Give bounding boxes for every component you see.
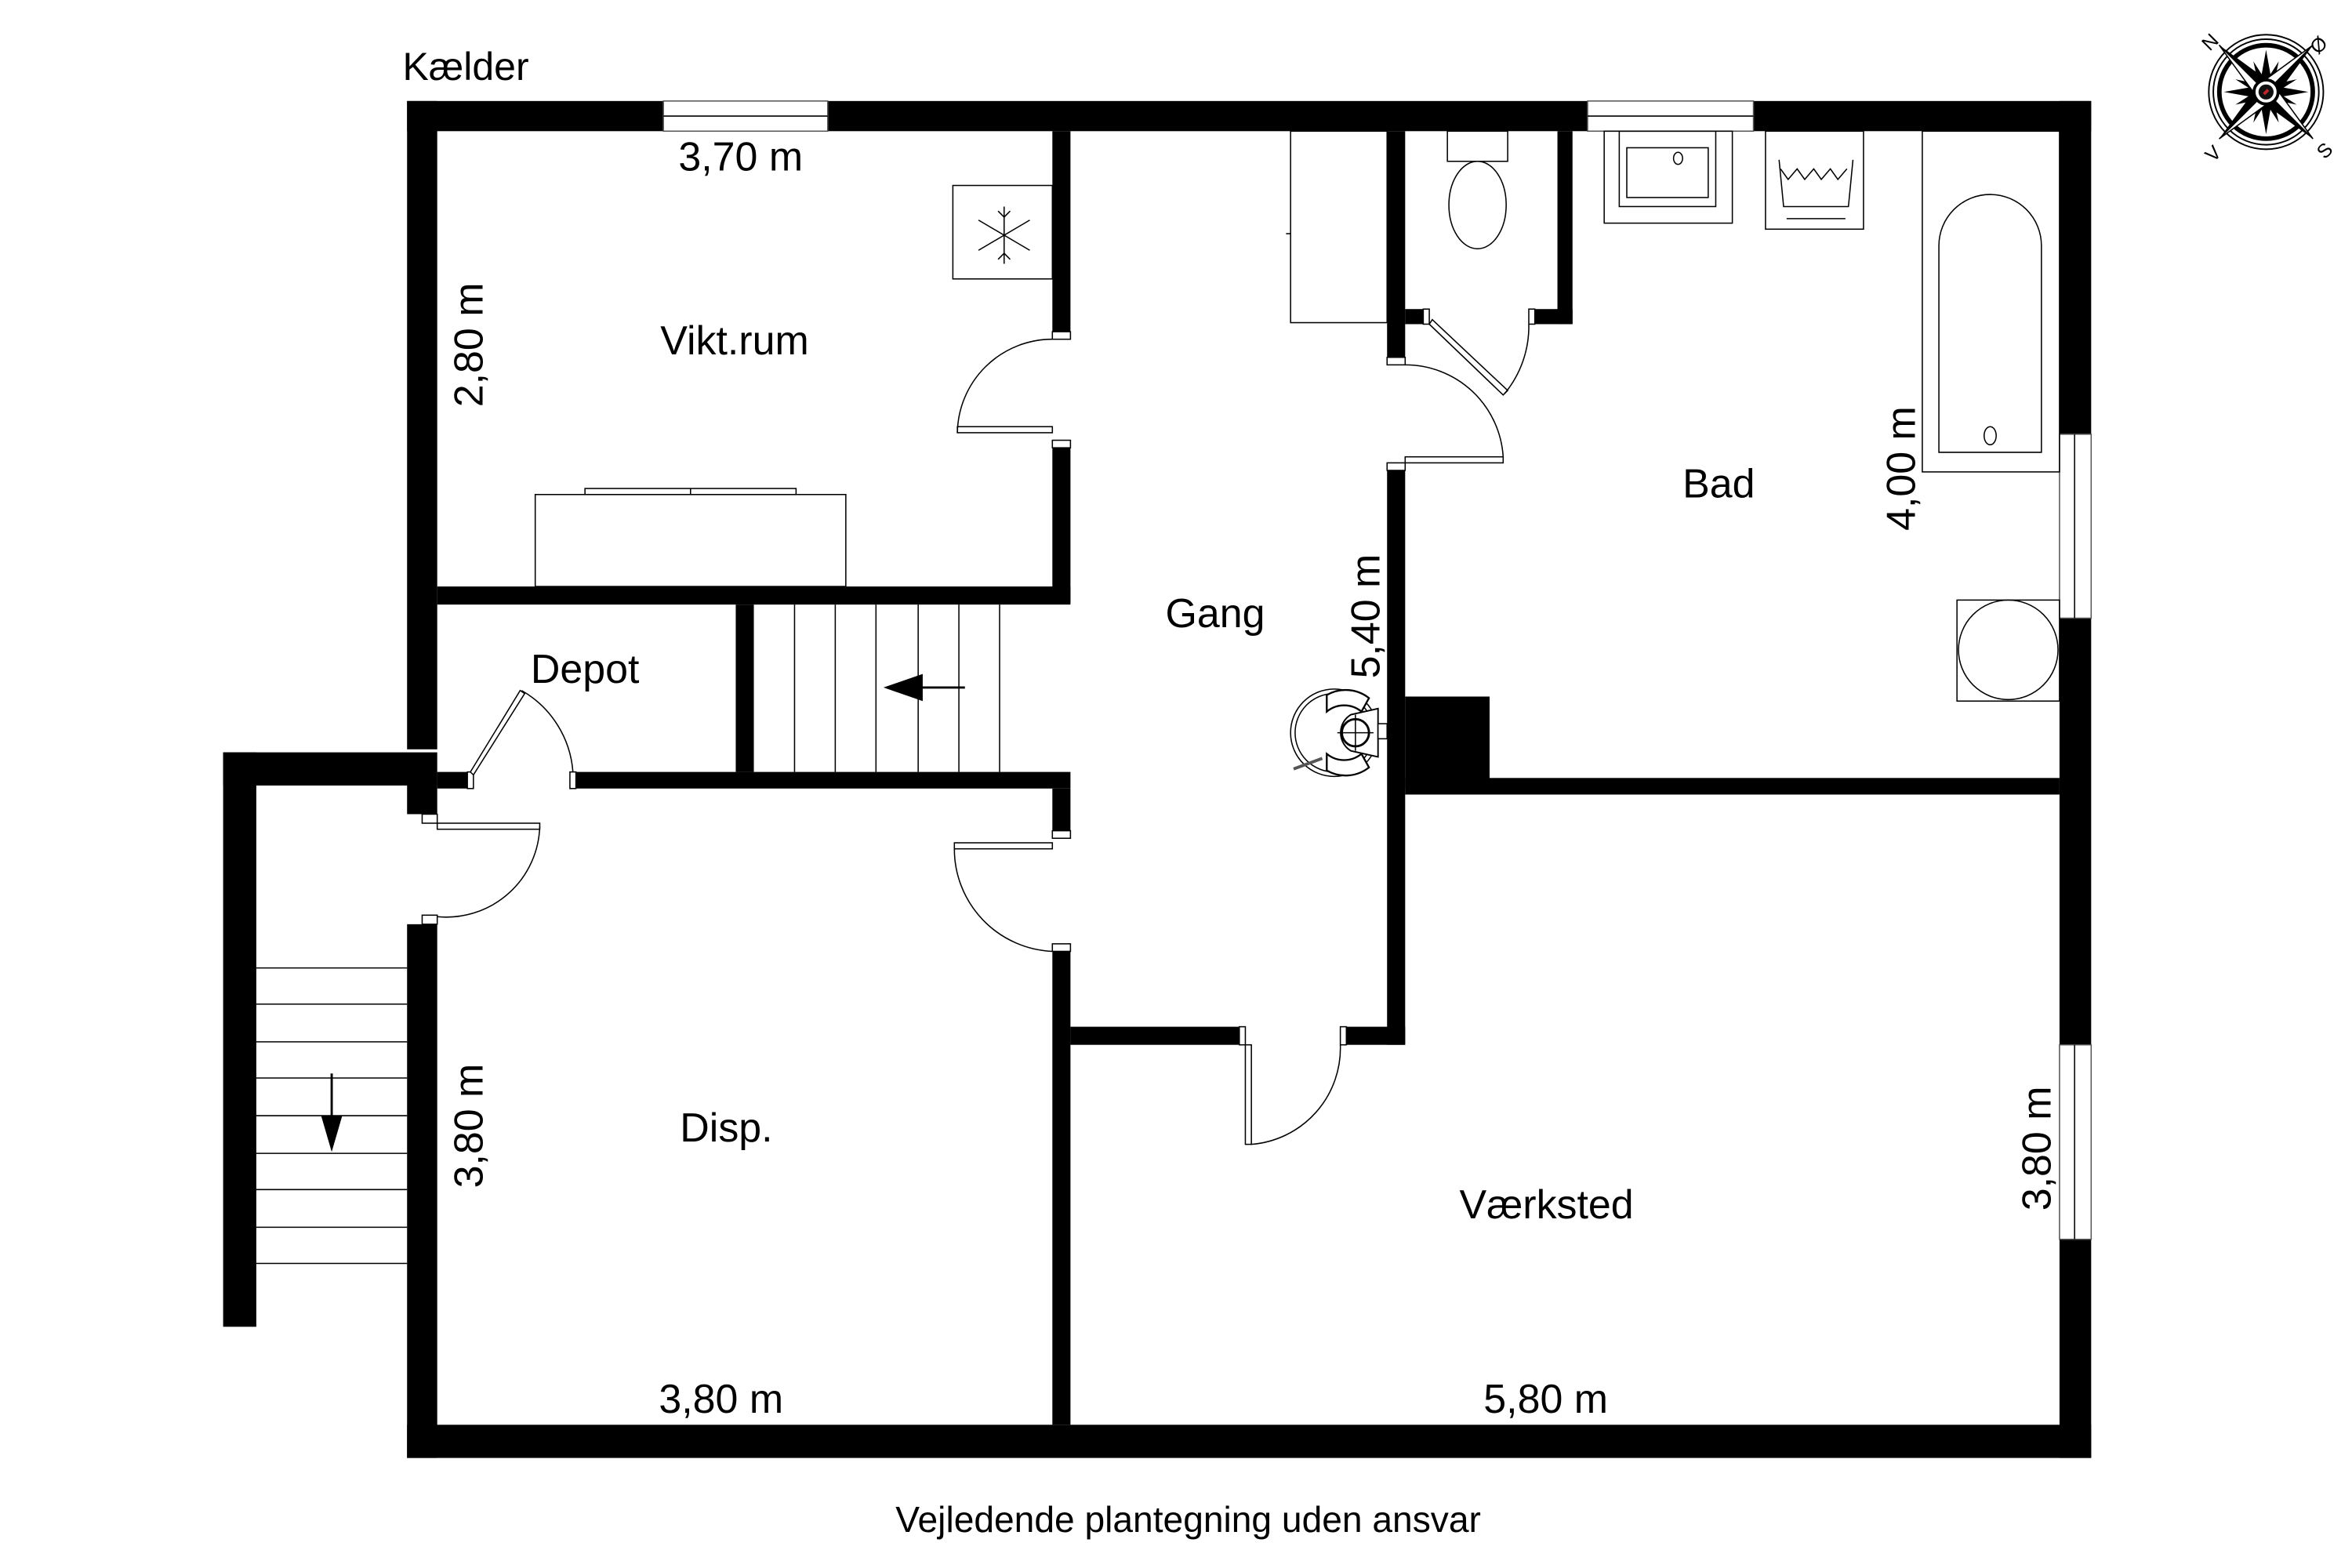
room-label-bad: Bad bbox=[1682, 462, 1755, 507]
arrow-left-icon bbox=[883, 673, 965, 702]
doors bbox=[421, 308, 1536, 1145]
dim-vaerksted-depth: 3,80 m bbox=[2014, 1087, 2060, 1211]
sink-icon bbox=[1603, 130, 1733, 224]
floor-title: Kælder bbox=[402, 45, 528, 89]
washing-machine-icon bbox=[1956, 599, 2060, 702]
door-depot bbox=[466, 689, 577, 789]
inner-stairs bbox=[793, 604, 1000, 772]
dim-gang-length: 5,40 m bbox=[1344, 554, 1389, 679]
bathtub-icon bbox=[1922, 130, 2060, 473]
cabinet-icon bbox=[534, 488, 847, 587]
dim-vaerksted-width: 5,80 m bbox=[1483, 1377, 1608, 1422]
interior-walls bbox=[437, 131, 2060, 1425]
arrow-down-icon bbox=[321, 1073, 343, 1152]
door-wc bbox=[1422, 308, 1536, 396]
window-bad-side bbox=[2059, 434, 2092, 619]
door-disp-entry bbox=[421, 813, 541, 925]
dim-vikt-rum-depth: 2,80 m bbox=[446, 283, 492, 408]
dim-bad-depth: 4,00 m bbox=[1878, 406, 1924, 531]
room-label-depot: Depot bbox=[531, 647, 640, 692]
dim-disp-width: 3,80 m bbox=[659, 1377, 783, 1422]
room-label-vaerksted: Værksted bbox=[1460, 1182, 1634, 1228]
footer-disclaimer: Vejledende plantegning uden ansvar bbox=[895, 1499, 1481, 1540]
outer-walls bbox=[407, 100, 2092, 1458]
compass-rose-icon: N Ø S V bbox=[2198, 30, 2338, 166]
boiler-icon bbox=[1290, 688, 1388, 778]
compass-south-label: S bbox=[2313, 139, 2338, 164]
room-label-gang: Gang bbox=[1166, 591, 1265, 637]
freezer-snowflake-icon bbox=[952, 184, 1054, 280]
fixtures bbox=[534, 130, 2060, 778]
door-vikt-rum bbox=[956, 331, 1072, 448]
door-disp bbox=[953, 829, 1072, 953]
compass-west-label: V bbox=[2201, 141, 2226, 166]
room-label-vikt-rum: Vikt.rum bbox=[660, 318, 808, 364]
dim-vikt-rum-width: 3,70 m bbox=[678, 134, 803, 180]
windows bbox=[662, 100, 2092, 1240]
dimension-labels: 3,70 m 2,80 m 5,40 m 4,00 m 3,80 m 3,80 … bbox=[446, 134, 2060, 1422]
room-labels: Vikt.rum Depot Gang Bad Disp. Værksted bbox=[531, 318, 1755, 1228]
toilet-icon bbox=[1446, 130, 1508, 250]
door-bad bbox=[1386, 357, 1504, 471]
basin-icon bbox=[1765, 130, 1864, 230]
chimney-block bbox=[1405, 696, 1490, 789]
door-vaerksted bbox=[1239, 1025, 1348, 1145]
outer-stairs bbox=[223, 752, 437, 1327]
gang-closet bbox=[1290, 130, 1388, 324]
dim-disp-depth: 3,80 m bbox=[446, 1064, 492, 1189]
window-vaerksted bbox=[2059, 1044, 2092, 1240]
compass-north-label: N bbox=[2198, 30, 2223, 56]
room-label-disp: Disp. bbox=[680, 1105, 772, 1151]
